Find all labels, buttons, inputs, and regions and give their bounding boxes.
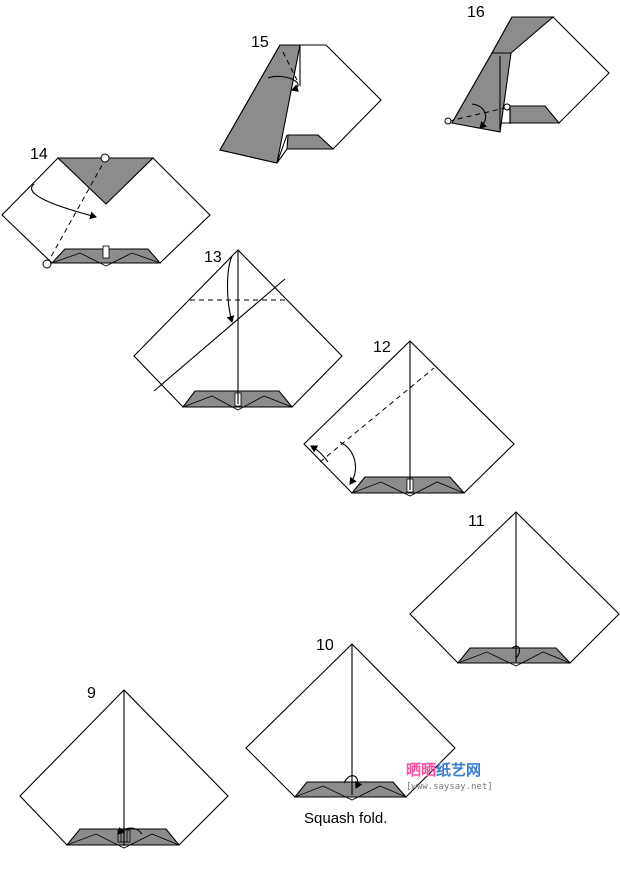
step-10-colored-base — [293, 781, 408, 798]
step-11-paper — [409, 511, 620, 664]
fold-arrow — [339, 441, 357, 485]
step-number: 12 — [373, 339, 391, 356]
reference-point — [42, 259, 52, 269]
step-number: 9 — [87, 685, 96, 702]
site-watermark: 晒晒纸艺网 [www.saysay.net] — [406, 761, 493, 792]
step-11: 11 — [409, 511, 620, 667]
fold-line — [319, 367, 435, 463]
fold-arrow — [226, 255, 235, 323]
step-number: 11 — [468, 513, 485, 530]
step-13: 13 — [133, 249, 343, 411]
watermark-url: [www.saysay.net] — [406, 782, 493, 792]
step-number: 14 — [30, 146, 48, 163]
step-10: 10 Squash fold. — [245, 637, 456, 827]
step-9-colored-base — [65, 828, 181, 846]
step-number: 16 — [467, 4, 485, 21]
step-number: 10 — [316, 637, 334, 654]
step-12-paper — [303, 340, 515, 494]
step-caption: Squash fold. — [304, 810, 387, 827]
fold-arrow — [31, 183, 97, 220]
step-number: 15 — [251, 34, 269, 51]
step-number: 13 — [204, 249, 222, 266]
step-9: 9 — [19, 685, 229, 849]
step-12: 12 — [303, 339, 515, 497]
step-16-colored-left — [451, 52, 512, 133]
step-11-colored-base — [456, 647, 572, 664]
step-16: 16 — [444, 4, 610, 133]
fold-line — [448, 107, 506, 122]
step-14: 14 — [1, 146, 211, 269]
fold-line — [46, 159, 106, 265]
watermark-site-name: 晒晒纸艺网 — [406, 761, 481, 779]
step-15-colored-base — [286, 134, 335, 150]
squash-arrow — [343, 775, 363, 789]
reference-point — [444, 117, 452, 125]
step-15: 15 — [219, 34, 382, 164]
reference-point — [100, 153, 110, 163]
reference-point — [503, 103, 511, 111]
fold-arrow — [267, 75, 299, 92]
fold-arrow — [471, 103, 488, 129]
